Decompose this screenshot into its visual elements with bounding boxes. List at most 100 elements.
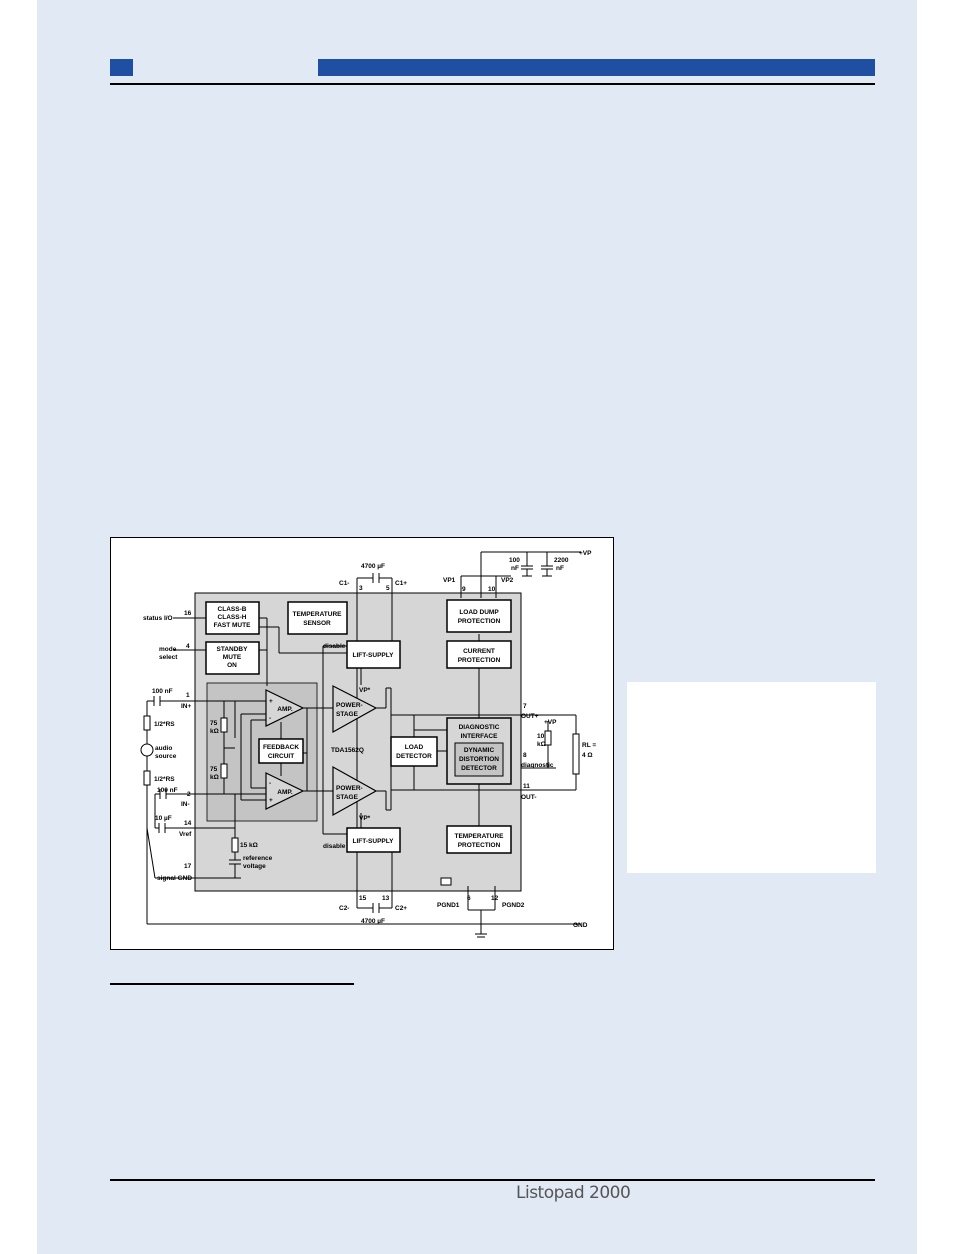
in-cap-1-label: 100 nF bbox=[152, 688, 173, 695]
rl-label-1: RL = bbox=[582, 742, 596, 749]
pin-3: 3 bbox=[359, 585, 363, 592]
disable-bottom-label: disable bbox=[323, 843, 346, 850]
pin-10: 10 bbox=[488, 586, 496, 593]
dyn-dist-line3: DETECTOR bbox=[461, 765, 497, 772]
dyn-dist-line1: DYNAMIC bbox=[464, 747, 495, 754]
amp-bottom-plus: + bbox=[269, 797, 273, 804]
ref-voltage-2: voltage bbox=[243, 863, 266, 870]
res-10k-2: kΩ bbox=[537, 741, 546, 748]
current-prot-line2: PROTECTION bbox=[458, 657, 501, 664]
cap-100nF-top-2: nF bbox=[511, 565, 519, 572]
half-rs-2: 1/2*RS bbox=[154, 776, 175, 783]
cap-2200-2: nF bbox=[556, 565, 564, 572]
vp-diag-label: +VP bbox=[544, 719, 557, 726]
amp-bottom-minus: - bbox=[269, 780, 271, 787]
gnd-label: GND bbox=[573, 922, 588, 929]
temp-sensor-line1: TEMPERATURE bbox=[293, 611, 343, 618]
class-b-line2: CLASS-H bbox=[218, 614, 247, 621]
class-b-line3: FAST MUTE bbox=[214, 622, 251, 629]
pin-14: 14 bbox=[184, 820, 192, 827]
vp-star-top: VP* bbox=[359, 687, 371, 694]
dyn-dist-line2: DISTORTION bbox=[459, 756, 499, 763]
pin-11: 11 bbox=[523, 783, 530, 790]
c1-plus-label: C1+ bbox=[395, 580, 407, 587]
res-10k-1: 10 bbox=[537, 733, 545, 740]
power-stage-top-line1: POWER- bbox=[336, 702, 363, 709]
diag-interface-line1: DIAGNOSTIC bbox=[459, 724, 500, 731]
out-minus-label: OUT- bbox=[521, 794, 537, 801]
header-square bbox=[110, 59, 133, 76]
pin-17: 17 bbox=[184, 863, 192, 870]
load-detector-block bbox=[390, 736, 438, 767]
load-dump-protection-block bbox=[446, 599, 512, 633]
vp-star-bottom: VP* bbox=[359, 815, 371, 822]
amp-top-minus: - bbox=[269, 715, 271, 722]
lift-supply-top-block bbox=[346, 640, 401, 669]
pin-7: 7 bbox=[523, 703, 527, 710]
class-b-line1: CLASS-B bbox=[218, 606, 247, 613]
audio-label: audio bbox=[155, 745, 172, 752]
out-plus-label: OUT+ bbox=[521, 713, 539, 720]
pin-16: 16 bbox=[184, 610, 192, 617]
res-75k-1a: 75 bbox=[210, 720, 218, 727]
standby-line2: MUTE bbox=[223, 654, 242, 661]
in-plus-label: IN+ bbox=[181, 703, 192, 710]
temp-sensor-line2: SENSOR bbox=[303, 620, 331, 627]
cap-2200-1: 2200 bbox=[554, 557, 569, 564]
status-io-label: status I/O bbox=[143, 615, 173, 622]
load-detector-line2: DETECTOR bbox=[396, 753, 432, 760]
side-panel bbox=[627, 682, 876, 873]
load-detector-line1: LOAD bbox=[405, 744, 424, 751]
amp-bottom-triangle bbox=[265, 772, 305, 810]
pgnd1-label: PGND1 bbox=[437, 902, 460, 909]
cap-10uF-label: 10 µF bbox=[155, 815, 172, 822]
power-stage-top bbox=[332, 685, 378, 734]
res-75k-1b: kΩ bbox=[210, 728, 219, 735]
feedback-circuit-block bbox=[258, 738, 304, 764]
in-minus-label: IN- bbox=[181, 801, 190, 808]
diag-interface-line2: INTERFACE bbox=[461, 733, 499, 740]
cap-bottom-label: 4700 µF bbox=[361, 918, 385, 925]
temp-prot-line1: TEMPERATURE bbox=[455, 833, 505, 840]
source-label: source bbox=[155, 753, 177, 760]
load-dump-line1: LOAD DUMP bbox=[459, 609, 499, 616]
current-prot-line1: CURRENT bbox=[463, 648, 495, 655]
res-75k-2b: kΩ bbox=[210, 774, 219, 781]
signal-gnd-label: signal GND bbox=[157, 875, 192, 882]
select-label: select bbox=[159, 654, 178, 661]
half-rs-1: 1/2*RS bbox=[154, 721, 175, 728]
rl-label-2: 4 Ω bbox=[582, 752, 593, 759]
temperature-sensor-block bbox=[287, 601, 348, 635]
diagnostic-label: diagnostic bbox=[521, 762, 554, 769]
c2-minus-label: C2- bbox=[339, 905, 349, 912]
pin-6: 6 bbox=[467, 895, 471, 902]
power-stage-bottom-line2: STAGE bbox=[336, 794, 359, 801]
standby-line3: ON bbox=[227, 662, 237, 669]
footer-text: Listopad 2000 bbox=[516, 1183, 631, 1203]
mode-label: mode bbox=[159, 646, 177, 653]
power-stage-top-line2: STAGE bbox=[336, 711, 359, 718]
vref-label: Vref bbox=[179, 831, 192, 838]
class-b-h-mute-block bbox=[205, 601, 260, 635]
vp2-label: VP2 bbox=[501, 577, 514, 584]
pin-4: 4 bbox=[186, 643, 190, 650]
power-stage-bottom-line1: POWER- bbox=[336, 785, 363, 792]
temp-prot-line2: PROTECTION bbox=[458, 842, 501, 849]
c1-minus-label: C1- bbox=[339, 580, 349, 587]
caption-rule bbox=[110, 983, 354, 985]
amp-bottom-label: AMP. bbox=[277, 789, 293, 796]
pin-8: 8 bbox=[523, 752, 527, 759]
lift-supply-bottom-block bbox=[346, 827, 401, 853]
pgnd2-label: PGND2 bbox=[502, 902, 525, 909]
cap-100nF-top-1: 100 bbox=[509, 557, 520, 564]
current-protection-block bbox=[446, 640, 512, 669]
res-15k-label: 15 kΩ bbox=[240, 842, 258, 849]
vp1-label: VP1 bbox=[443, 577, 456, 584]
standby-line1: STANDBY bbox=[217, 646, 249, 653]
standby-mute-block bbox=[205, 641, 260, 675]
res-75k-2a: 75 bbox=[210, 766, 218, 773]
pin-1: 1 bbox=[186, 692, 190, 699]
pin-2: 2 bbox=[187, 791, 191, 798]
dynamic-distortion-block bbox=[454, 742, 504, 777]
load-dump-line2: PROTECTION bbox=[458, 618, 501, 625]
